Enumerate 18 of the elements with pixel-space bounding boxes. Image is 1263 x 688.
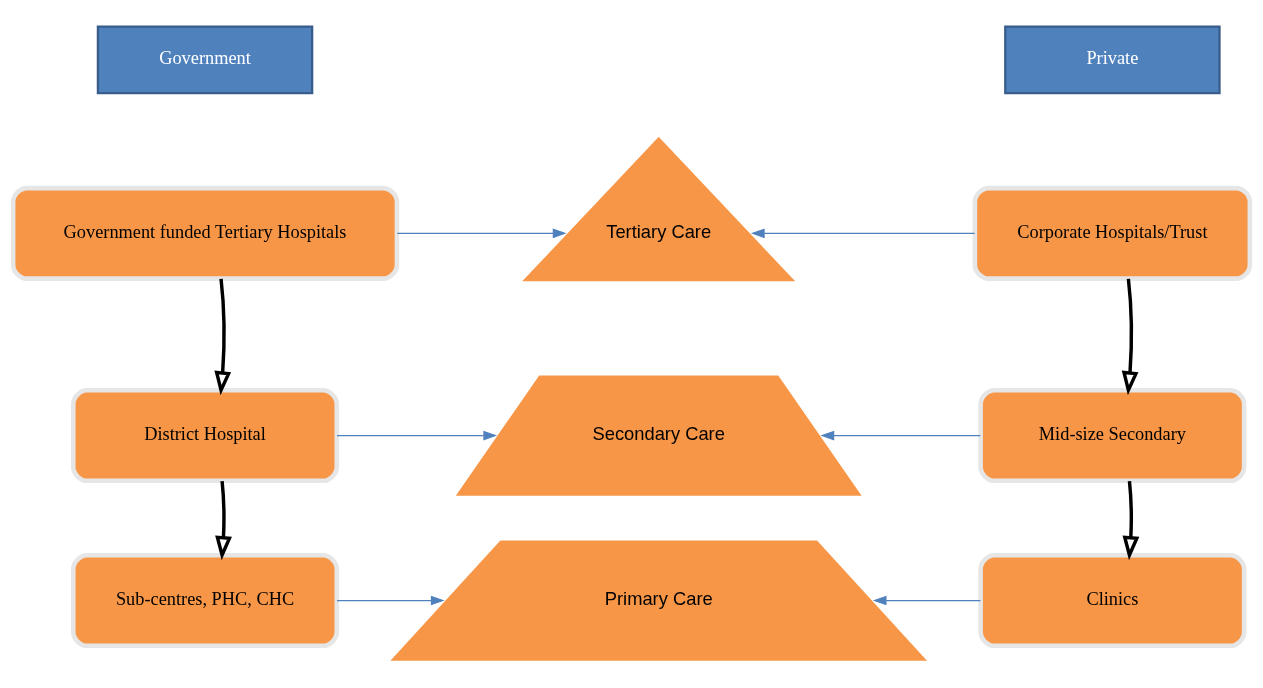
arrow <box>214 278 232 395</box>
node-box: District Hospital <box>71 387 340 483</box>
arrow <box>1121 278 1139 395</box>
node-box: Private <box>1004 24 1221 94</box>
node-box: Sub-centres, PHC, CHC <box>71 552 340 648</box>
node-box: Government funded Tertiary Hospitals <box>10 185 400 281</box>
arrow <box>750 228 976 238</box>
node-box: Clinics <box>978 552 1247 648</box>
arrow <box>336 430 498 440</box>
node-box: Government <box>96 24 314 94</box>
arrow <box>215 480 232 560</box>
node-box: Mid-size Secondary <box>978 387 1247 483</box>
arrow <box>872 595 981 605</box>
arrow <box>396 228 567 238</box>
arrow <box>1122 480 1140 560</box>
node-box: Corporate Hospitals/Trust <box>972 185 1253 281</box>
arrow <box>336 595 445 605</box>
arrow <box>820 430 981 440</box>
